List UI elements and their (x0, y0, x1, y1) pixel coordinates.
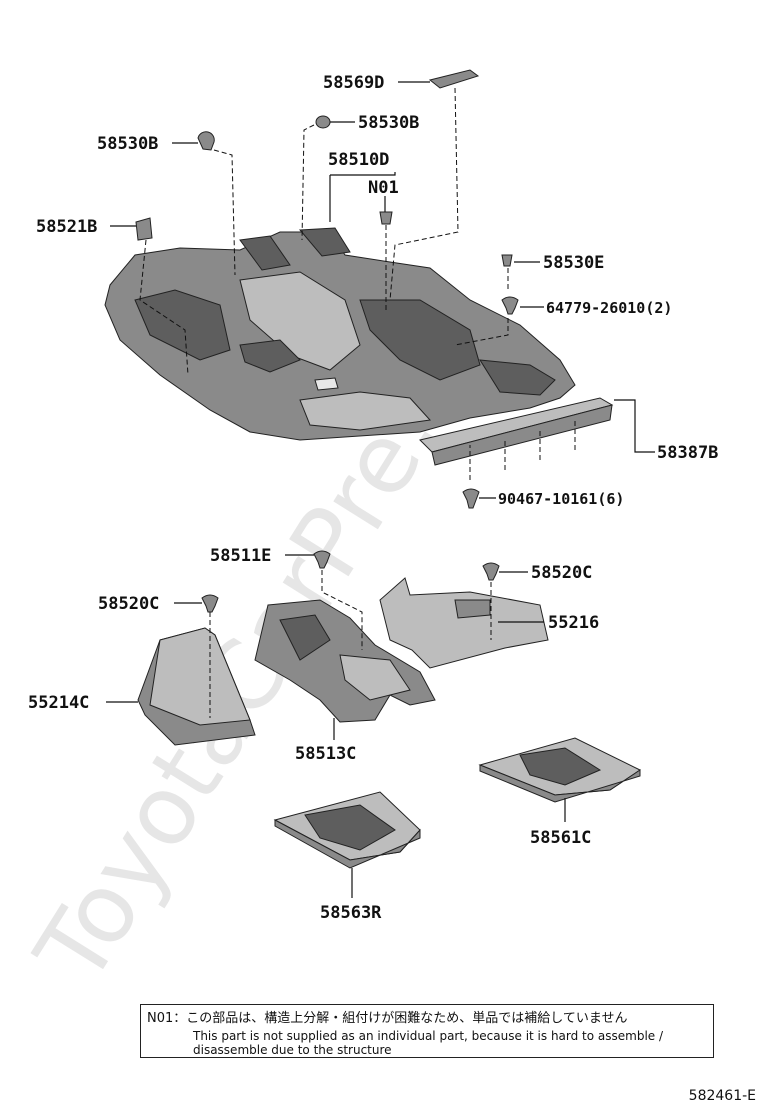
clip-58530E (501, 254, 513, 267)
label-55214C: 55214C (28, 693, 89, 713)
label-58520C-left: 58520C (98, 594, 159, 614)
label-58511E: 58511E (210, 546, 271, 566)
label-N01: N01 (368, 178, 399, 198)
floor-carpet-assembly (104, 227, 576, 441)
label-58513C: 58513C (295, 744, 356, 764)
locator-lines-top (139, 87, 576, 480)
label-58530B-top: 58530B (358, 113, 419, 133)
label-58561C: 58561C (530, 828, 591, 848)
clip-N01 (379, 211, 393, 225)
label-58387B: 58387B (657, 443, 718, 463)
label-58510D: 58510D (328, 150, 389, 170)
label-90467-10161: 90467-10161(6) (498, 490, 624, 508)
clip-58569D (428, 69, 480, 89)
label-58521B: 58521B (36, 217, 97, 237)
clip-58520C-left (201, 594, 219, 613)
part-58513C (254, 599, 436, 723)
note-japanese: N01：この部品は、構造上分解・組付けが困難なため、単品では補給していません (147, 1011, 628, 1026)
leader-lines-top (110, 81, 655, 499)
clip-58520C-right (482, 562, 500, 581)
clip-64779-26010 (501, 296, 519, 315)
label-58530E: 58530E (543, 253, 604, 273)
clip-58511E (313, 550, 331, 569)
label-58563R: 58563R (320, 903, 382, 923)
part-58387B (419, 397, 614, 466)
part-55216 (379, 577, 549, 669)
part-58563R (273, 791, 421, 869)
part-55214C (137, 627, 256, 746)
locator-lines-bottom (209, 570, 492, 718)
clip-90467-10161 (462, 488, 480, 509)
label-64779-26010: 64779-26010(2) (546, 299, 672, 317)
note-english-line1: This part is not supplied as an individu… (193, 1029, 664, 1043)
diagram-code: 582461-E (688, 1088, 756, 1104)
label-58569D: 58569D (323, 73, 384, 93)
clip-58530B-left (197, 131, 215, 151)
note-box: N01：この部品は、構造上分解・組付けが困難なため、単品では補給していません T… (140, 1004, 714, 1058)
leader-lines-bottom (106, 554, 566, 898)
part-58561C (478, 737, 641, 803)
label-58520C-right: 58520C (531, 563, 592, 583)
label-58530B-left: 58530B (97, 134, 158, 154)
clip-58521B (135, 217, 153, 241)
note-english-line2: disassemble due to the structure (193, 1043, 392, 1057)
label-55216: 55216 (548, 613, 599, 633)
clip-58530B-top (315, 115, 331, 129)
